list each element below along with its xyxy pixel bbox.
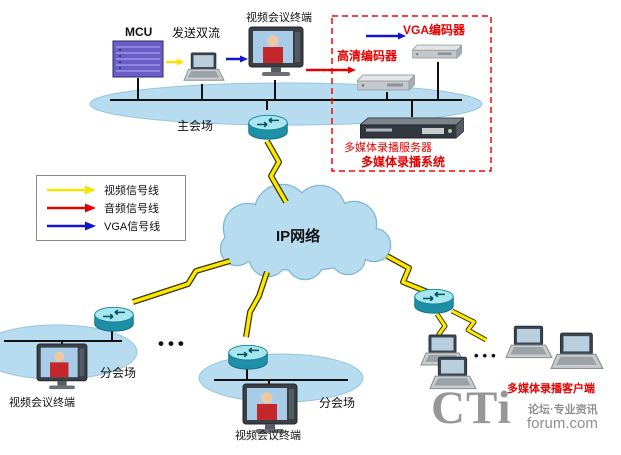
video-signal-arrow — [166, 58, 184, 66]
dual-stream-laptop — [183, 52, 225, 81]
legend-label-video: 视频信号线 — [104, 185, 159, 197]
terminal-mid-label: 视频会议终端 — [235, 430, 301, 442]
branch-mid-venue-label: 分会场 — [319, 396, 356, 410]
router-branch-mid — [227, 344, 269, 370]
vga-encoder-device — [412, 44, 462, 59]
lightning-links — [132, 139, 488, 346]
legend-arrowhead-video — [85, 185, 96, 195]
watermark-tagline: 论坛·专业资讯 — [528, 404, 598, 416]
watermark-logo: CTi — [431, 382, 512, 434]
vga-signal-arrow-encoder — [366, 32, 406, 40]
lightning-bolt — [385, 253, 432, 296]
legend-row-vga: VGA信号线 — [45, 218, 177, 234]
recording-system-boundary — [331, 15, 492, 172]
main-venue-bus — [110, 62, 462, 117]
audio-signal-arrow — [306, 66, 356, 74]
legend-label-audio: 音频信号线 — [104, 203, 159, 215]
main-venue-label: 主会场 — [177, 119, 214, 133]
legend-arrowhead-vga — [85, 221, 96, 231]
router-clients — [413, 288, 455, 314]
lightning-bolt — [264, 139, 289, 204]
legend-row-audio: 音频信号线 — [45, 200, 177, 216]
video-signal-arrow-icon — [47, 185, 96, 195]
vga-signal-arrow-icon — [47, 221, 96, 231]
ip-network-label: IP网络 — [276, 228, 321, 245]
ellipsis-right: ••• — [474, 348, 500, 363]
audio-signal-arrow-icon — [47, 203, 96, 213]
ip-network-cloud — [219, 183, 392, 281]
video-terminal-left — [36, 343, 88, 390]
lightning-bolt — [243, 271, 270, 338]
legend-label-vga: VGA信号线 — [104, 221, 161, 233]
hd-encoder-device — [357, 74, 415, 91]
vga-encoder-label: VGA编码器 — [403, 23, 466, 37]
terminal-left-label: 视频会议终端 — [9, 397, 75, 409]
router-main — [247, 114, 289, 140]
client-laptop — [505, 325, 553, 359]
legend-arrowhead-audio — [85, 203, 96, 213]
hd-encoder-label: 高清编码器 — [337, 49, 398, 63]
video-terminal-main — [248, 26, 304, 77]
vga-signal-arrow-laptop — [226, 55, 248, 63]
legend-row-video: 视频信号线 — [45, 182, 177, 198]
router-branch-left — [93, 306, 135, 332]
lightning-bolt — [132, 258, 231, 305]
recording-server-device — [360, 117, 464, 139]
client-laptop — [550, 332, 604, 370]
ellipsis-left: ••• — [158, 334, 188, 353]
recording-client-label: 多媒体录播客户端 — [507, 383, 595, 395]
lightning-bolt — [450, 308, 488, 343]
recording-system-label: 多媒体录播系统 — [361, 155, 446, 169]
branch-left-venue-label: 分会场 — [100, 366, 137, 380]
video-terminal-mid — [242, 383, 298, 434]
watermark-site: forum.com — [527, 415, 598, 432]
recording-server-label: 多媒体录播服务器 — [344, 142, 432, 154]
terminal-main-label: 视频会议终端 — [246, 12, 312, 24]
legend: 视频信号线 音频信号线 VGA信号线 — [36, 175, 186, 241]
mcu-device — [112, 40, 164, 78]
mcu-label: MCU — [125, 25, 153, 39]
dual-stream-label: 发送双流 — [172, 26, 221, 40]
